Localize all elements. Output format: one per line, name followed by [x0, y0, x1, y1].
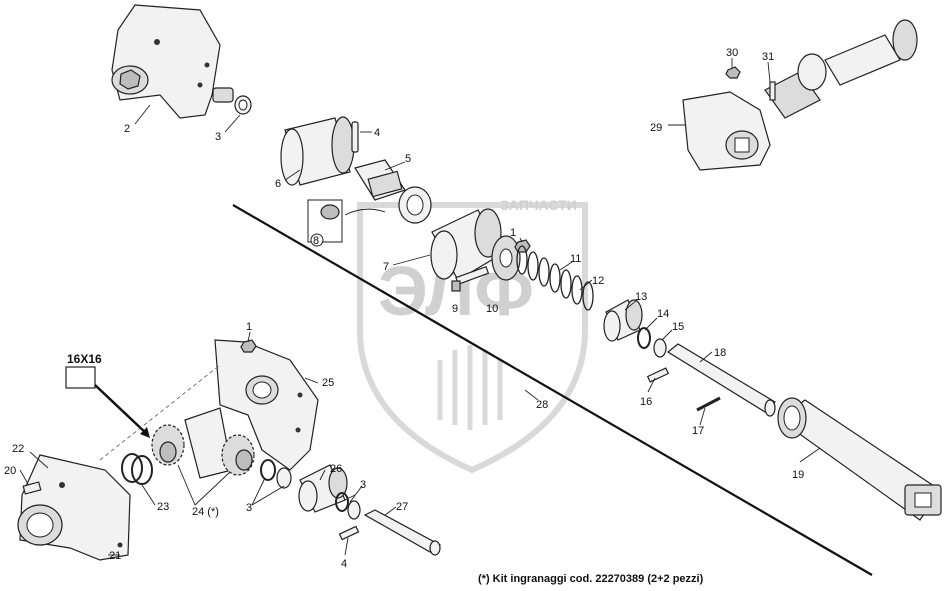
callout-3-right: 3 [360, 479, 366, 491]
bolt-20 [22, 481, 42, 495]
callout-17: 17 [692, 425, 704, 437]
callout-21: 21 [109, 550, 121, 562]
callout-1-top: 1 [510, 227, 516, 239]
pin-17 [696, 396, 721, 412]
gearbox-housing-plate-25 [214, 339, 319, 471]
callout-24: 24 (*) [192, 506, 219, 518]
callout-20: 20 [4, 465, 16, 477]
snap-ring-14 [637, 327, 651, 349]
callout-28: 28 [536, 399, 548, 411]
bushing-13 [603, 299, 643, 342]
detail-inset-8 [307, 199, 386, 247]
callouts: 2 3 4 5 6 7 8 9 10 1 11 12 13 14 15 18 1… [4, 47, 804, 570]
compression-spring [516, 245, 594, 311]
splined-shaft-right [764, 19, 918, 119]
callout-23: 23 [157, 501, 169, 513]
watermark-subtitle: ЗАПЧАСТИ [500, 197, 577, 213]
callout-31: 31 [762, 51, 774, 63]
nut-30 [725, 66, 741, 79]
callout-14: 14 [657, 308, 669, 320]
kit-caption: (*) Kit ingranaggi cod. 22270389 (2+2 pe… [478, 573, 704, 585]
ring-3-right-b [347, 500, 361, 520]
tool-square-16x16: 16X16 [65, 352, 150, 438]
callout-16: 16 [640, 396, 652, 408]
tool-size-label: 16X16 [67, 352, 102, 366]
ring-3-bottom-b [276, 467, 292, 489]
callout-9: 9 [452, 303, 458, 315]
callout-29: 29 [650, 122, 662, 134]
callout-13: 13 [635, 291, 647, 303]
bushing-26 [298, 464, 348, 513]
callout-11: 11 [570, 253, 581, 265]
ring-3-bottom-a [260, 459, 276, 481]
callout-27: 27 [396, 501, 408, 513]
separator-line [232, 204, 873, 576]
callout-30: 30 [726, 47, 738, 59]
universal-joint-yoke [354, 159, 432, 224]
pin-16 [646, 367, 670, 383]
gearbox-housing-top [111, 4, 234, 119]
callout-4: 4 [374, 127, 380, 139]
callout-25: 25 [322, 377, 334, 389]
callout-3: 3 [215, 131, 221, 143]
callout-18: 18 [714, 347, 726, 359]
callout-15: 15 [672, 321, 684, 333]
clutch-cylinder [280, 116, 355, 186]
leader-lines [19, 58, 821, 556]
washer-15 [653, 338, 667, 358]
callout-3-bottom: 3 [246, 502, 252, 514]
gear-shaft-24 [151, 407, 255, 479]
callout-22: 22 [12, 443, 24, 455]
pin-4-top [351, 121, 359, 153]
callout-6: 6 [275, 178, 281, 190]
outer-tube-19 [777, 397, 942, 521]
flange-hub [491, 235, 531, 281]
callout-5: 5 [405, 153, 411, 165]
callout-4-bottom: 4 [341, 558, 347, 570]
callout-26: 26 [330, 463, 342, 475]
gearbox-housing-right [682, 91, 771, 171]
bolt-9 [451, 265, 490, 292]
callout-19: 19 [792, 469, 804, 481]
bolt-31 [769, 81, 776, 101]
gearbox-housing-bottom [17, 454, 131, 561]
ring-23b [131, 455, 153, 485]
callout-1-bottom: 1 [246, 321, 252, 333]
shaft-27 [363, 509, 442, 556]
ring-3-right-a [335, 492, 349, 512]
callout-8: 8 [313, 235, 319, 247]
drive-shaft-18 [666, 343, 776, 417]
pin-4-bottom [338, 525, 360, 541]
callout-12: 12 [592, 275, 604, 287]
callout-7: 7 [383, 261, 389, 273]
callout-10: 10 [486, 303, 498, 315]
callout-2: 2 [124, 123, 130, 135]
ring-23a [121, 453, 143, 483]
